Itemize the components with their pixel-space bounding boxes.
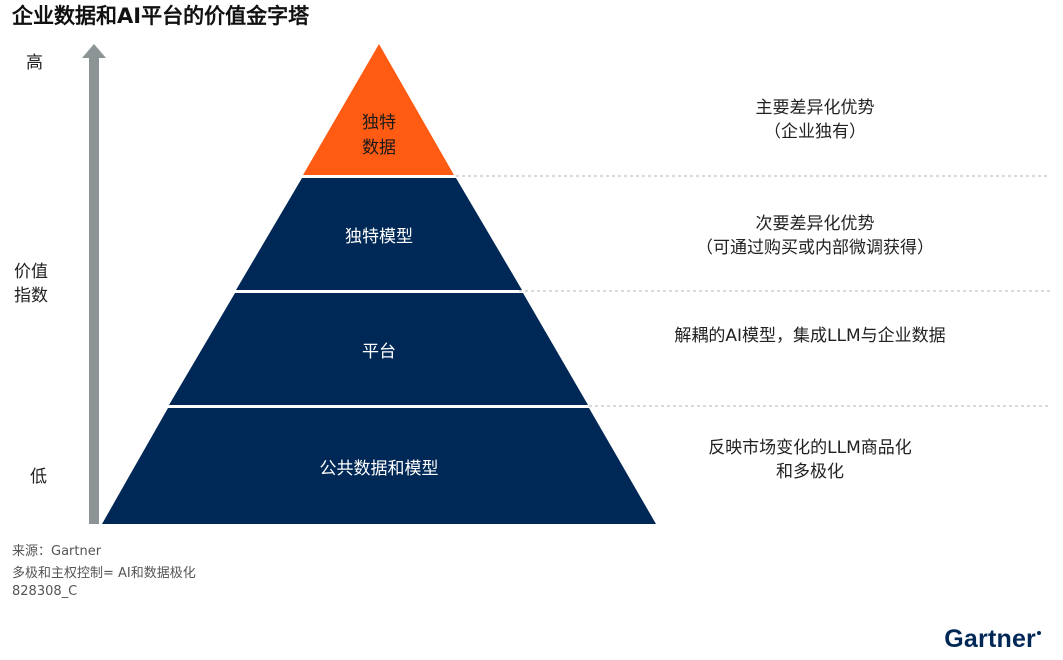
axis-low-label: 低 <box>30 467 47 487</box>
value-pyramid: 独特 数据 独特模型 平台 公共数据和模型 <box>102 44 1050 524</box>
description-line: （企业独有） <box>764 122 866 142</box>
logo-dot-icon <box>1037 631 1041 635</box>
description-line: 和多极化 <box>776 462 844 482</box>
axis-value-label-line2: 指数 <box>14 286 48 306</box>
footnote: 多极和主权控制= AI和数据极化 <box>12 566 196 581</box>
arrow-head <box>82 44 106 58</box>
pyramid-level-unique-data <box>303 44 454 175</box>
arrow-shaft <box>89 56 99 524</box>
description-level-1: 主要差异化优势 （企业独有） <box>740 96 890 144</box>
level-label-public-data: 公共数据和模型 <box>320 459 439 479</box>
description-line: 反映市场变化的LLM商品化 <box>708 438 912 458</box>
axis-value-label-line1: 价值 <box>14 262 48 282</box>
description-line: 解耦的AI模型，集成LLM与企业数据 <box>674 326 946 346</box>
value-axis-arrow <box>82 44 106 524</box>
description-level-2: 次要差异化优势 （可通过购买或内部微调获得） <box>670 212 960 260</box>
description-level-4: 反映市场变化的LLM商品化 和多极化 <box>680 436 940 484</box>
logo-text: Gartner <box>944 625 1036 653</box>
gartner-logo: Gartner <box>944 625 1041 654</box>
source-note: 来源：Gartner <box>12 544 102 559</box>
page-title: 企业数据和AI平台的价值金字塔 <box>12 4 310 28</box>
description-line: 次要差异化优势 <box>755 214 875 234</box>
level-label-unique-data-line1: 独特 <box>362 113 396 133</box>
description-line: （可通过购买或内部微调获得） <box>696 238 934 258</box>
level-label-unique-models: 独特模型 <box>345 227 413 247</box>
pyramid-level-unique-models <box>236 178 522 290</box>
pyramid-level-public-data <box>102 408 656 524</box>
axis-high-label: 高 <box>26 53 43 73</box>
description-line: 主要差异化优势 <box>755 98 875 118</box>
figure-id: 828308_C <box>12 584 78 599</box>
level-label-unique-data-line2: 数据 <box>362 138 396 158</box>
level-label-platform: 平台 <box>362 342 396 362</box>
description-level-3: 解耦的AI模型，集成LLM与企业数据 <box>630 324 990 348</box>
pyramid-level-platform <box>169 293 588 405</box>
